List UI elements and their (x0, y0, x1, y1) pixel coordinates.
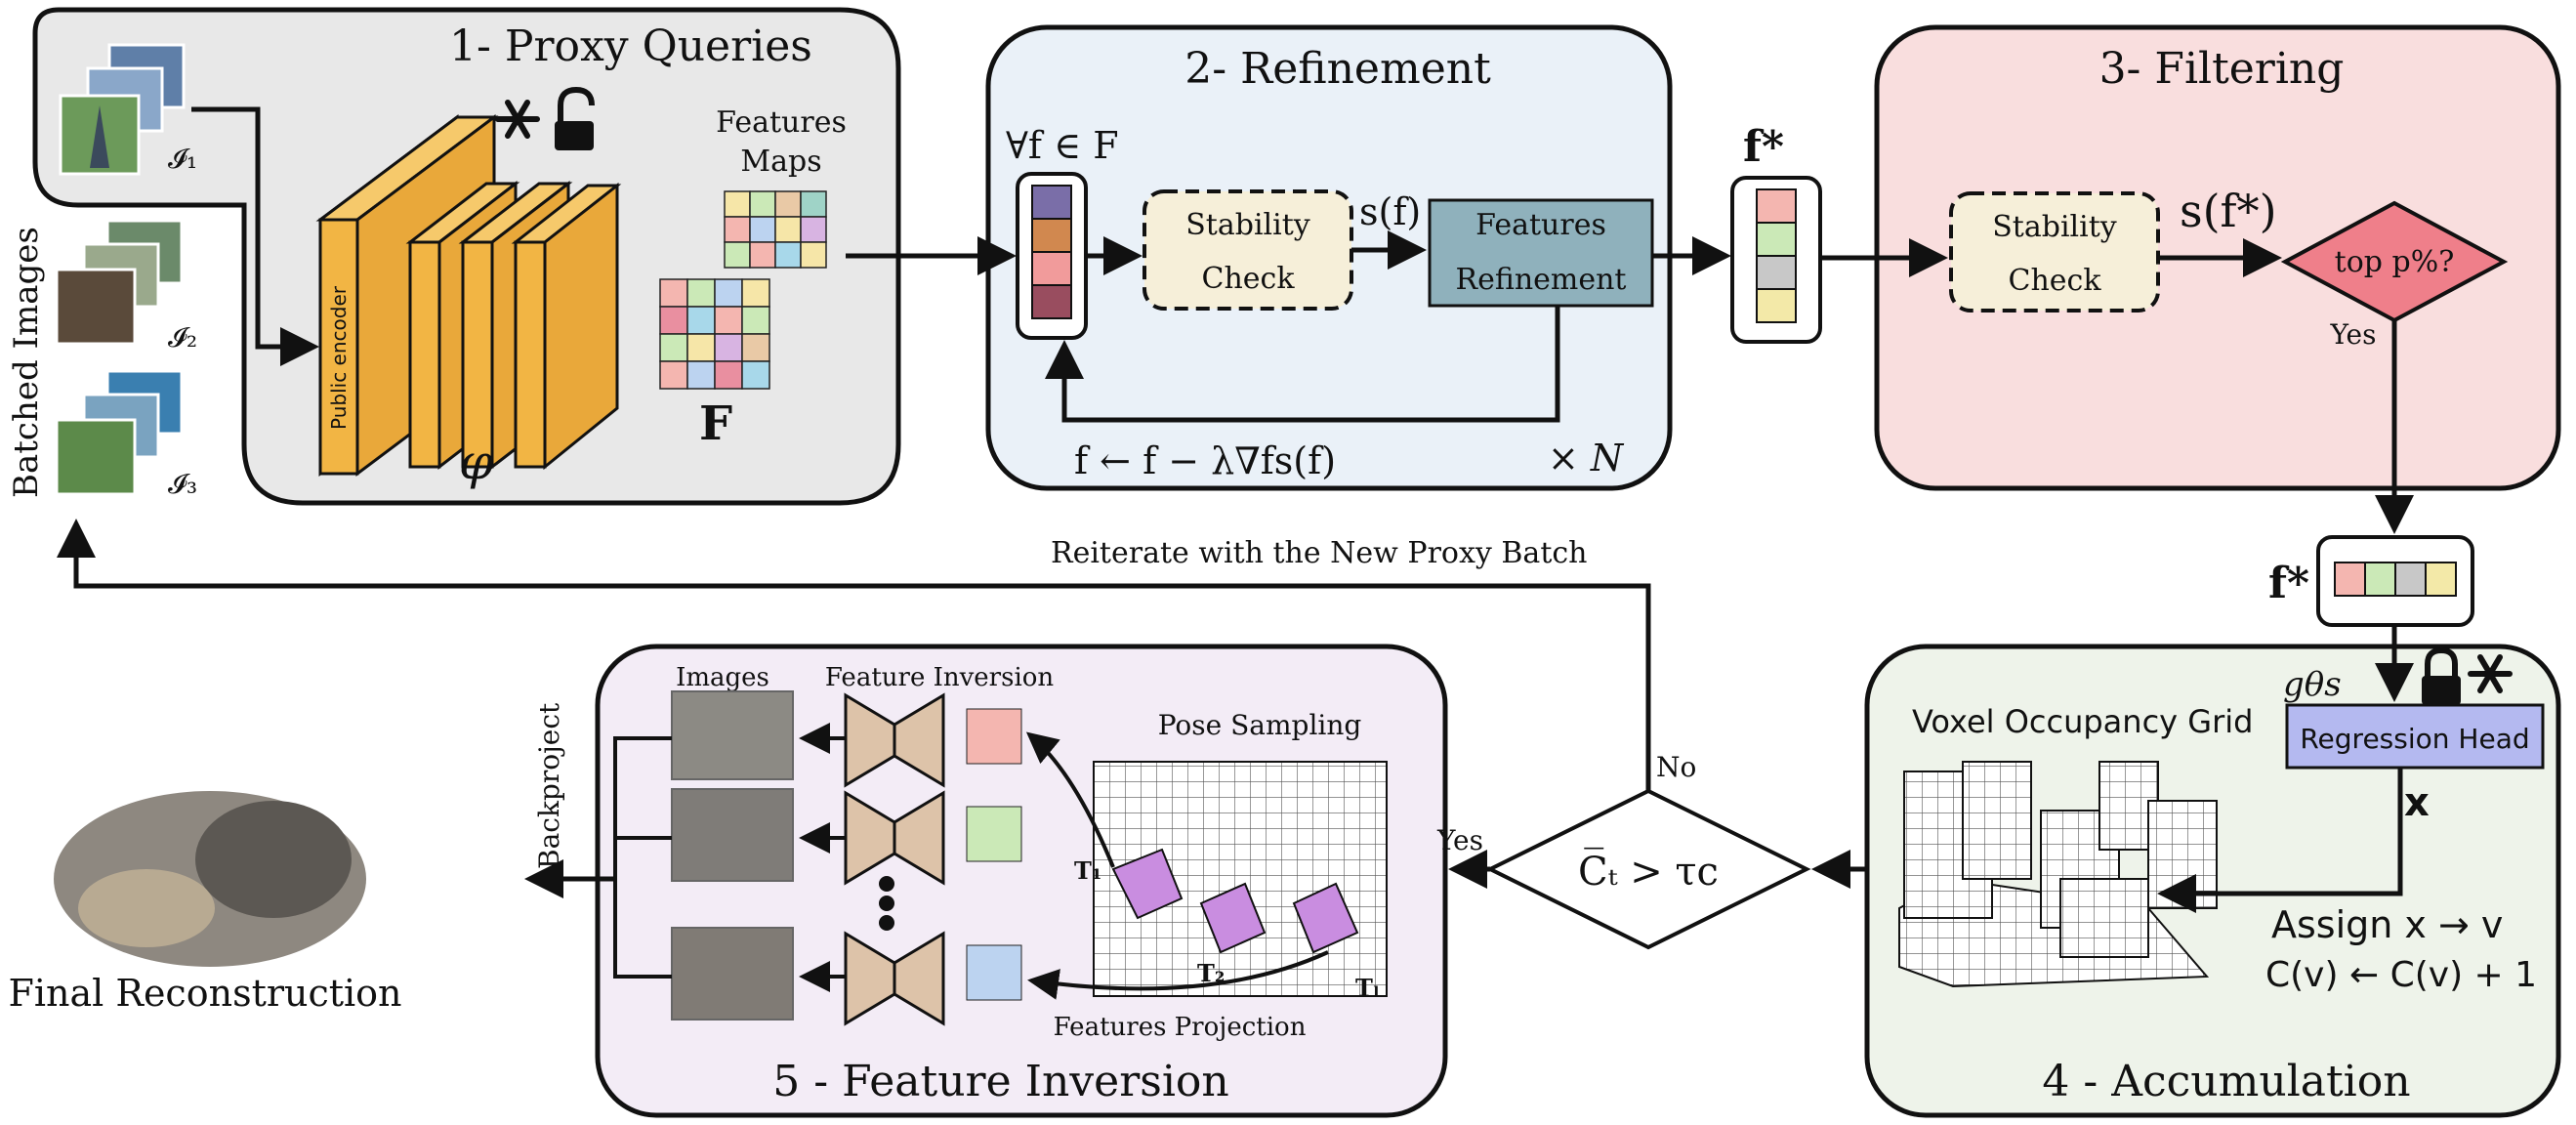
stability-check-3-line1: Stability (1992, 210, 2117, 244)
reiterate-label: Reiterate with the New Proxy Batch (1051, 536, 1588, 570)
refinement-arrows (1045, 230, 1560, 423)
feature-map-grid-front (659, 278, 770, 390)
features-symbol: F (699, 396, 732, 451)
voxel-occupancy-grid (1898, 761, 2218, 988)
f-star-vector-cells-mid (2334, 562, 2457, 597)
features-maps-label-line1: Features (716, 105, 847, 140)
public-encoder-label: Public encoder (327, 285, 351, 430)
features-refinement-box (1428, 198, 1654, 308)
batched-images-label: Batched Images (7, 227, 46, 498)
score-label-3: s(f*) (2180, 185, 2277, 237)
repeat-n: × N (1548, 437, 1625, 479)
pose-scene (1093, 761, 1388, 997)
regression-head-box (2285, 703, 2545, 770)
forall-label: ∀f ∈ F (1006, 124, 1119, 167)
stability-check-2-line2: Check (1201, 262, 1295, 296)
public-encoder (315, 114, 622, 477)
stability-check-3-line2: Check (2008, 264, 2101, 298)
final-reconstruction-image (54, 791, 366, 967)
stage-3-title: 3- Filtering (2099, 44, 2345, 94)
yes-label-top: Yes (2330, 318, 2377, 351)
feature-inversion-label: Feature Inversion (825, 663, 1055, 692)
decision-label: C̅ₜ > τc (1578, 849, 1719, 895)
no-label: No (1656, 751, 1696, 783)
feature-map-grid-back (724, 190, 827, 269)
feature-grids-small (966, 708, 1022, 1001)
images-column-label: Images (676, 663, 769, 692)
main-flow-arrows (57, 106, 2414, 979)
pose-tl: Tₗ (1355, 974, 1380, 1002)
batched-image-stack-3 (55, 369, 184, 496)
snowflake-icon (495, 100, 540, 139)
features-refinement-line2: Refinement (1455, 263, 1626, 297)
yes-label-decision: Yes (1436, 824, 1483, 856)
final-reconstruction-label: Final Reconstruction (8, 972, 401, 1015)
assign-label: Assign x → v (2271, 903, 2503, 946)
f-star-vector-cells-top (1756, 188, 1797, 323)
g-theta-label: gθs (2283, 665, 2342, 704)
feature-vector-cells (1031, 185, 1072, 319)
regression-head-label: Regression Head (2300, 723, 2529, 755)
features-projection-label: Features Projection (1054, 1013, 1307, 1042)
score-label-2: s(f) (1359, 190, 1421, 233)
count-update-label: C(v) ← C(v) + 1 (2265, 955, 2537, 995)
stage-1-title: 1- Proxy Queries (449, 21, 812, 71)
ellipsis-dots (879, 876, 894, 931)
decoder-networks (844, 692, 945, 1026)
stage-5-title: 5 - Feature Inversion (772, 1057, 1228, 1106)
locked-lock-icon (2422, 646, 2461, 705)
x-label: x (2404, 780, 2430, 825)
backproject-label: Backproject (533, 702, 565, 869)
f-star-label-top: f* (1743, 122, 1784, 172)
phi-symbol: φ (459, 434, 493, 490)
unlocked-lock-icon (555, 86, 595, 150)
image-label-2: 𝓘₂ (168, 321, 197, 354)
decision-diamond (1485, 788, 1811, 950)
top-p-label: top p%? (2335, 245, 2455, 279)
inverted-images (671, 690, 794, 1021)
features-refinement-line1: Features (1475, 208, 1606, 242)
f-star-label-mid: f* (2268, 559, 2309, 608)
snowflake-icon-2 (2468, 654, 2513, 693)
pose-t1: T₁ (1074, 856, 1101, 885)
stability-check-box-3 (1949, 191, 2160, 312)
voxel-grid-label: Voxel Occupancy Grid (1912, 703, 2253, 740)
pose-sampling-label: Pose Sampling (1158, 709, 1362, 741)
image-label-1: 𝓘₁ (168, 143, 197, 175)
features-maps-label-line2: Maps (740, 145, 821, 179)
update-rule: f ← f − λ∇fs(f) (1074, 439, 1336, 482)
stage-4-title: 4 - Accumulation (2042, 1057, 2410, 1106)
batched-image-stack-1 (59, 43, 186, 176)
top-p-diamond (2280, 200, 2509, 323)
stage-2-title: 2- Refinement (1184, 44, 1491, 94)
stage-5-arrows (799, 723, 1329, 1000)
image-label-3: 𝓘₃ (168, 468, 197, 500)
batched-image-stack-2 (55, 219, 184, 346)
stability-check-2-line1: Stability (1185, 208, 1310, 242)
